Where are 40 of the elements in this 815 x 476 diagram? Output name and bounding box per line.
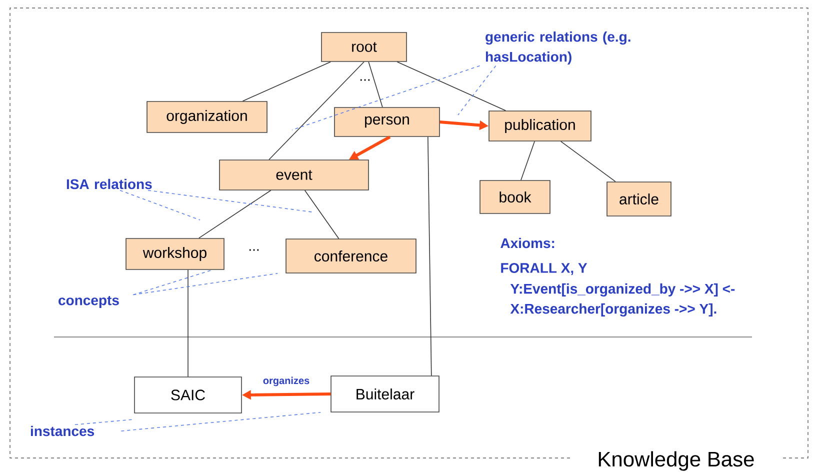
ellipsis: ... — [360, 79, 370, 81]
instance-box: Buitelaar — [330, 376, 440, 412]
connector-line — [520, 141, 535, 180]
frame-title: Knowledge Base — [598, 451, 754, 471]
callout-text: instances — [30, 426, 94, 436]
leader-line — [148, 190, 312, 212]
concept-box: book — [480, 180, 550, 214]
concept-box: conference — [286, 238, 416, 274]
connector-line — [428, 136, 432, 376]
leader-line — [120, 190, 200, 220]
connector-line — [268, 62, 364, 160]
connector-line — [396, 62, 506, 111]
leader-line — [120, 412, 321, 432]
leader-line — [132, 273, 278, 296]
leader-line — [132, 270, 213, 296]
instance-box: SAIC — [134, 376, 242, 414]
concept-box: root — [321, 32, 407, 62]
axiom-text: X:Researcher[organizes ->> Y]. — [510, 303, 716, 317]
connector-line — [368, 62, 383, 108]
connector-line — [242, 62, 331, 102]
callout-text: concepts — [58, 296, 119, 308]
concept-box: publication — [488, 110, 592, 142]
callout-text: generic relations (e.g. hasLocation) — [486, 31, 630, 65]
axiom-text: FORALL X, Y — [501, 263, 588, 275]
leader-line — [458, 65, 496, 116]
concept-box: article — [606, 182, 672, 216]
connector-line — [560, 141, 616, 182]
concept-box: event — [219, 160, 369, 190]
axiom-text: Y:Event[is_organized_by ->> X] <- — [510, 283, 735, 297]
connector-line — [304, 190, 340, 239]
connector-line — [198, 190, 272, 238]
concept-box: workshop — [126, 238, 224, 270]
axiom-text: Axioms: — [500, 238, 554, 248]
concept-box: person — [334, 107, 440, 137]
concept-box: organization — [146, 101, 268, 133]
callout-text: ISA relations — [66, 178, 152, 190]
leader-line — [292, 65, 480, 130]
ellipsis: ... — [249, 249, 259, 251]
leader-line — [74, 419, 135, 426]
edge-label: organizes — [262, 376, 311, 388]
